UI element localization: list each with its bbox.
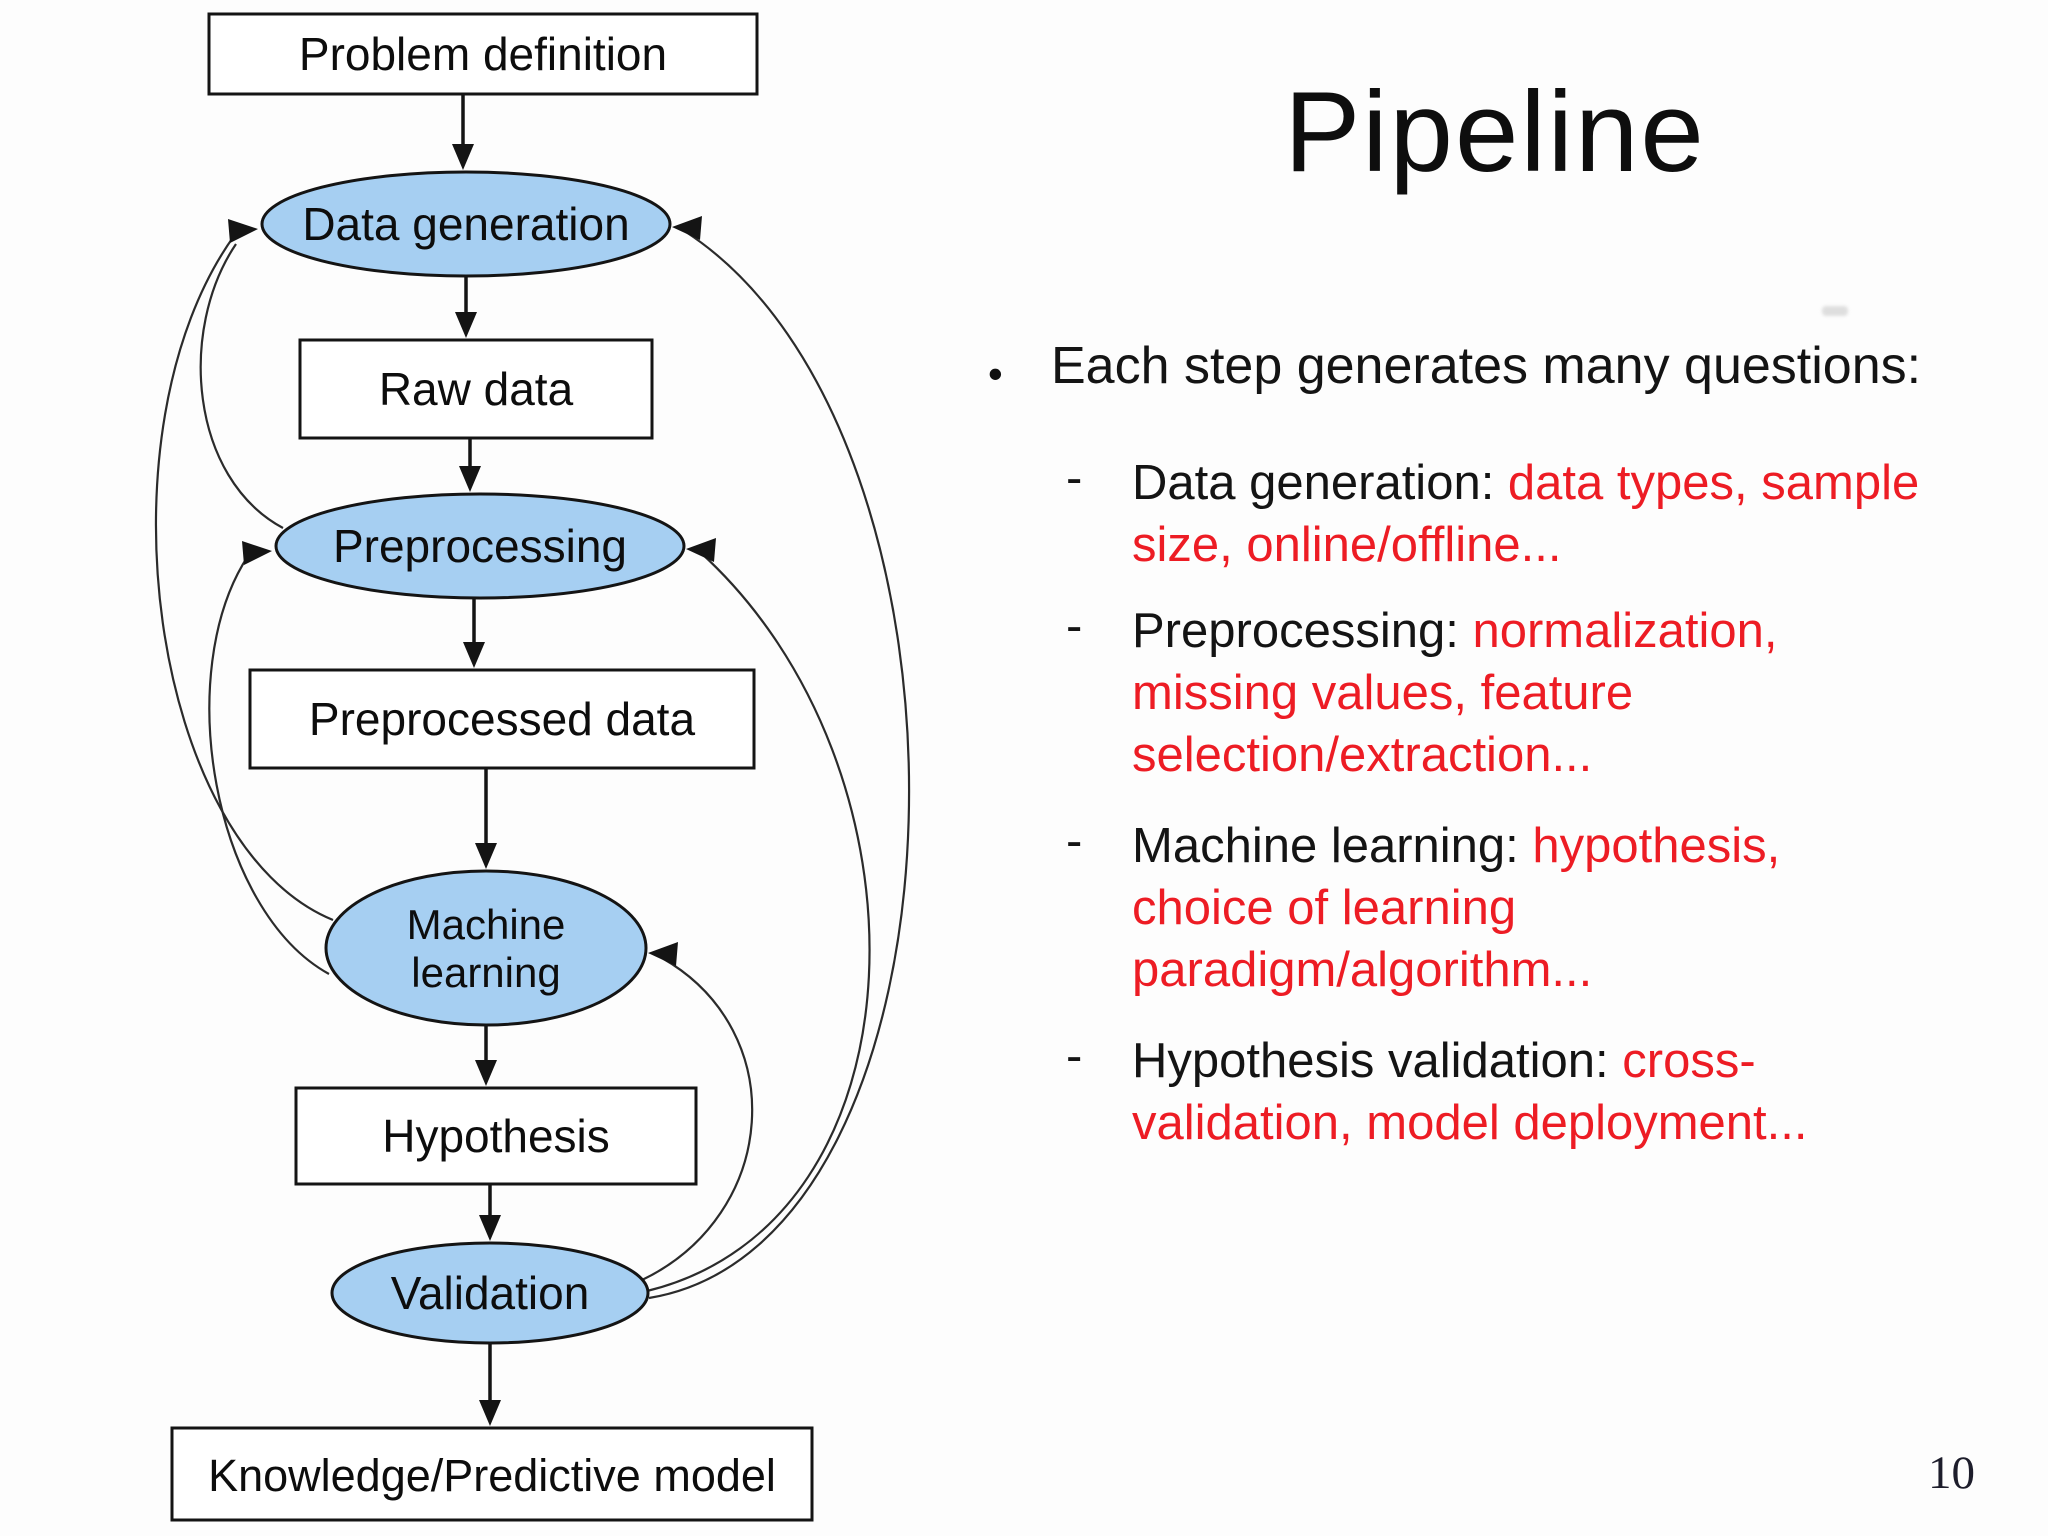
arrowhead-into-preproc-right [686,538,716,562]
arrow-rawdata-to-preproc [459,438,481,492]
svg-text:Preprocessing: Preprocessing [333,520,627,572]
arrowhead-into-ml-right [648,942,678,966]
arrowhead-into-datagen-left [228,219,258,243]
list-item-preprocessing: - Preprocessing: normalization, missing … [1066,599,2048,786]
svg-text:Problem definition: Problem definition [299,28,667,80]
arrow-validation-to-knowledge [479,1343,501,1426]
feedback-preproc-to-datagen [199,243,284,529]
bullet-text: Each step generates many questions: [1051,337,1922,395]
arrowhead-into-preproc-left [242,541,272,565]
svg-text:Knowledge/Predictive model: Knowledge/Predictive model [208,1450,776,1501]
list-item-data-generation: - Data generation: data types, sample si… [1066,451,2048,576]
dash-marker: - [1066,451,1083,505]
list-item-line: size, online/offline... [1132,518,1562,572]
feedback-validation-to-ml [641,957,754,1281]
pipeline-flowchart: Problem definition Data generation Raw d… [154,12,911,1522]
list-item-line: Data generation: data types, sample [1132,456,1920,510]
arrow-hypothesis-to-validation [479,1184,501,1241]
svg-text:learning: learning [411,949,560,996]
page-number: 10 [1928,1447,1975,1499]
dash-marker: - [1066,814,1083,868]
node-machine-learning: Machine learning [324,869,648,1027]
node-preprocessed-data: Preprocessed data [248,668,756,770]
feedback-ml-to-preproc [208,555,330,975]
svg-text:Preprocessed data: Preprocessed data [309,693,696,745]
svg-text:Raw data: Raw data [379,363,574,415]
node-hypothesis: Hypothesis [294,1086,698,1186]
feedback-validation-to-datagen [648,231,911,1300]
arrow-preprocdata-to-ml [475,768,497,869]
list-item-hypothesis-validation: - Hypothesis validation: cross- validati… [1066,1029,2048,1154]
node-data-generation: Data generation [260,170,672,278]
dash-marker: - [1066,1029,1083,1083]
arrow-probdef-to-datagen [452,94,474,170]
bullet-marker: • [988,350,1003,397]
arrowhead-into-datagen-right [672,216,702,240]
svg-text:Hypothesis: Hypothesis [382,1110,610,1162]
feedback-ml-to-datagen [154,235,334,922]
arrow-ml-to-hypothesis [475,1025,497,1086]
list-item-line: choice of learning [1132,881,1517,935]
list-item-line: Preprocessing: normalization, [1132,604,1778,658]
list-item-line: validation, model deployment... [1132,1096,1808,1150]
dash-marker: - [1066,599,1083,653]
svg-text:Validation: Validation [391,1267,590,1319]
node-problem-definition: Problem definition [207,12,759,96]
artifact-smudge [1822,306,1848,316]
node-validation: Validation [330,1241,650,1345]
list-item-line: selection/extraction... [1132,728,1593,782]
arrow-preproc-to-preprocdata [463,598,485,668]
list-item-line: missing values, feature [1132,666,1634,720]
node-raw-data: Raw data [298,338,654,440]
list-item-line: paradigm/algorithm... [1132,943,1593,997]
svg-text:Data generation: Data generation [302,198,629,250]
node-preprocessing: Preprocessing [274,492,686,600]
list-item-line: Machine learning: hypothesis, [1132,819,1781,873]
svg-text:Machine: Machine [407,901,566,948]
node-knowledge-predictive-model: Knowledge/Predictive model [170,1426,814,1522]
arrow-datagen-to-rawdata [455,276,477,338]
page-title: Pipeline [1284,69,1706,196]
list-item-machine-learning: - Machine learning: hypothesis, choice o… [1066,814,2048,1001]
feedback-validation-to-preproc [646,551,871,1293]
list-item-line: Hypothesis validation: cross- [1132,1034,1756,1088]
